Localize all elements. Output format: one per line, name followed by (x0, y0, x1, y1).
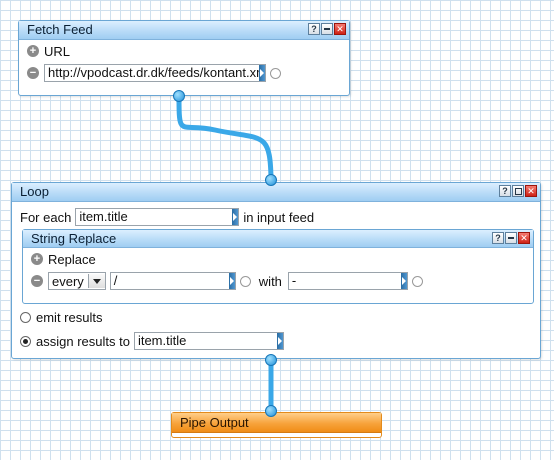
replacement-input[interactable]: - (287, 272, 408, 290)
string-replace-header[interactable]: String Replace ? ✕ (23, 230, 533, 248)
find-input-arrow-icon[interactable] (228, 273, 235, 289)
fetch-feed-output-connector[interactable] (173, 90, 185, 102)
replace-label-row: + Replace (31, 249, 96, 269)
url-label: URL (44, 43, 71, 59)
remove-url-icon[interactable]: − (27, 67, 39, 79)
help-icon[interactable]: ? (499, 185, 511, 197)
replace-rule-row: − every / with - (31, 271, 423, 291)
close-icon[interactable]: ✕ (334, 23, 346, 35)
assign-results-radio[interactable] (20, 335, 31, 347)
help-icon[interactable]: ? (492, 232, 504, 244)
assign-results-label: assign results to (36, 333, 130, 349)
replacement-value: - (291, 273, 297, 288)
add-replace-icon[interactable]: + (31, 253, 43, 265)
for-each-row: For each item.title in input feed (20, 207, 314, 227)
loop-input-connector[interactable] (265, 174, 277, 186)
string-replace-title: String Replace (31, 231, 117, 246)
loop-title: Loop (20, 184, 49, 199)
fetch-feed-window-controls: ? ✕ (308, 23, 346, 35)
help-icon[interactable]: ? (308, 23, 320, 35)
replacement-terminal-icon[interactable] (411, 275, 423, 287)
remove-replace-icon[interactable]: − (31, 275, 43, 287)
restore-icon[interactable] (512, 185, 524, 197)
wire-fetch-to-loop (176, 93, 274, 181)
replacement-input-arrow-icon[interactable] (400, 273, 407, 289)
loop-output-connector[interactable] (265, 354, 277, 366)
emit-results-radio[interactable] (20, 311, 31, 323)
assign-results-arrow-icon[interactable] (276, 333, 283, 349)
assign-results-input[interactable]: item.title (133, 332, 284, 350)
minimize-icon[interactable] (505, 232, 517, 244)
fetch-feed-module[interactable]: Fetch Feed ? ✕ + URL − http://vpodcast.d… (18, 20, 350, 96)
string-replace-window-controls: ? ✕ (492, 232, 530, 244)
add-url-icon[interactable]: + (27, 45, 39, 57)
loop-module[interactable]: Loop ? ✕ For each item.title in input fe… (11, 182, 541, 359)
emit-results-row: emit results (20, 307, 102, 327)
for-each-input[interactable]: item.title (75, 208, 240, 226)
url-input-arrow-icon[interactable] (259, 65, 265, 81)
chevron-down-icon[interactable] (87, 274, 105, 288)
pipe-output-module[interactable]: Pipe Output (171, 412, 382, 438)
assign-results-value: item.title (137, 333, 187, 348)
fetch-feed-header[interactable]: Fetch Feed ? ✕ (19, 21, 349, 40)
for-each-arrow-icon[interactable] (232, 209, 239, 225)
for-each-label: For each (20, 209, 72, 225)
emit-results-label: emit results (36, 309, 103, 325)
with-label: with (258, 273, 282, 289)
loop-header[interactable]: Loop ? ✕ (12, 183, 540, 202)
string-replace-module[interactable]: String Replace ? ✕ + Replace − every / w… (22, 229, 534, 304)
url-input[interactable]: http://vpodcast.dr.dk/feeds/kontant.xml (44, 64, 266, 82)
url-value: http://vpodcast.dr.dk/feeds/kontant.xml (48, 65, 266, 80)
pipe-output-title: Pipe Output (180, 415, 249, 430)
pipe-output-header[interactable]: Pipe Output (172, 413, 381, 433)
fetch-feed-title: Fetch Feed (27, 22, 93, 37)
minimize-icon[interactable] (321, 23, 333, 35)
replace-label: Replace (48, 251, 96, 267)
url-input-row: − http://vpodcast.dr.dk/feeds/kontant.xm… (27, 63, 281, 83)
assign-results-row: assign results to item.title (20, 331, 284, 351)
loop-window-controls: ? ✕ (499, 185, 537, 197)
find-value: / (113, 273, 118, 288)
url-terminal-icon[interactable] (270, 67, 281, 79)
find-terminal-icon[interactable] (239, 275, 251, 287)
in-feed-label: in input feed (243, 209, 315, 225)
close-icon[interactable]: ✕ (525, 185, 537, 197)
for-each-value: item.title (79, 209, 128, 224)
replace-mode-value: every (52, 273, 84, 289)
replace-mode-select[interactable]: every (48, 272, 106, 290)
url-label-row: + URL (27, 41, 70, 61)
pipe-output-input-connector[interactable] (265, 405, 277, 417)
find-input[interactable]: / (109, 272, 236, 290)
close-icon[interactable]: ✕ (518, 232, 530, 244)
